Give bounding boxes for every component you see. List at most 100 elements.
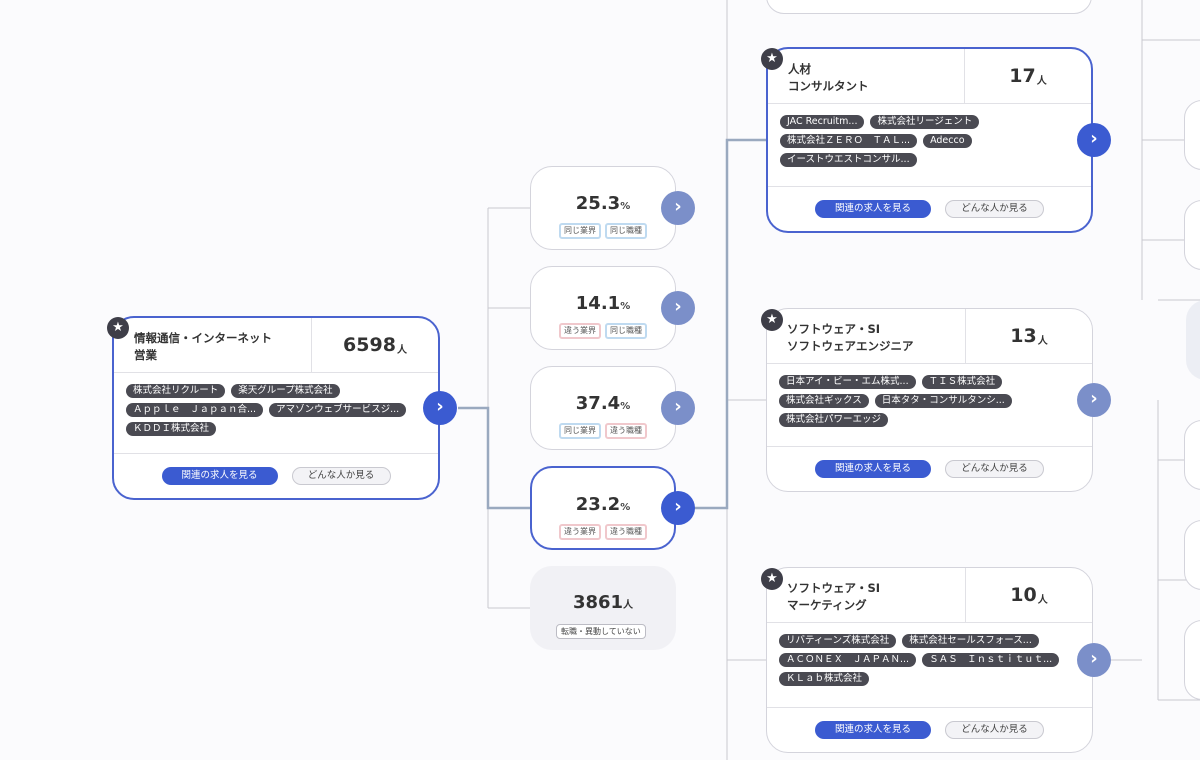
chevron-right-icon[interactable]: › — [661, 191, 695, 225]
role-chip: 違う職種 — [605, 423, 647, 439]
branch-tags: 同じ業界 違う職種 — [531, 423, 675, 439]
star-icon[interactable]: ★ — [761, 568, 783, 590]
count-unit: 人 — [396, 344, 407, 356]
company-tags: 株式会社リクルート 楽天グループ株式会社 Ａｐｐｌｅ Ｊａｐａｎ合... アマゾ… — [126, 384, 426, 436]
count-value: 17 — [1009, 65, 1036, 87]
company-tag: 日本タタ・コンサルタンシ... — [874, 394, 1012, 408]
percent-unit: % — [620, 201, 631, 212]
job-title: 人材 コンサルタント — [788, 62, 869, 93]
chevron-right-icon[interactable]: › — [661, 291, 695, 325]
chevron-right-icon[interactable]: › — [423, 391, 457, 425]
role-chip: 違う職種 — [605, 524, 647, 540]
percent-unit: % — [620, 301, 631, 312]
company-tag: 株式会社リクルート — [126, 384, 226, 398]
company-tag: ＡＣＯＮＥＸ ＪＡＰＡＮ... — [779, 653, 917, 667]
company-tag: 株式会社リージェント — [870, 115, 980, 129]
no-change-label: 転職・異動していない — [556, 624, 646, 639]
chevron-right-icon[interactable]: › — [1077, 643, 1111, 677]
count-unit: 人 — [623, 600, 634, 611]
company-tags: リバティーンズ株式会社 株式会社セールスフォース... ＡＣＯＮＥＸ ＪＡＰＡＮ… — [779, 634, 1080, 686]
source-job-card[interactable]: 情報通信・インターネット 営業 6598 人 株式会社リクルート 楽天グループ株… — [112, 316, 440, 500]
view-people-button[interactable]: どんな人か見る — [945, 721, 1044, 739]
branch-card-same-industry-diff-role[interactable]: 37.4% 同じ業界 違う職種 — [530, 366, 676, 450]
card-header: 情報通信・インターネット 営業 6598 人 — [114, 318, 438, 373]
destination-card-consultant[interactable]: 人材 コンサルタント 17 人 JAC Recruitm... 株式会社リージェ… — [766, 47, 1093, 233]
company-tags: JAC Recruitm... 株式会社リージェント 株式会社ＺＥＲＯ ＴＡＬ.… — [780, 115, 1079, 167]
percent-unit: % — [620, 502, 631, 513]
company-tag: JAC Recruitm... — [780, 115, 865, 129]
branch-card-same-industry-same-role[interactable]: 25.3% 同じ業界 同じ職種 — [530, 166, 676, 250]
job-title: 情報通信・インターネット 営業 — [134, 331, 272, 362]
chevron-right-icon[interactable]: › — [1077, 123, 1111, 157]
industry-chip: 同じ業界 — [559, 423, 601, 439]
partial-card-right — [1184, 100, 1200, 170]
people-count: 6598 人 — [311, 318, 438, 372]
star-icon[interactable]: ★ — [761, 48, 783, 70]
view-people-button[interactable]: どんな人か見る — [291, 467, 391, 485]
view-people-button[interactable]: どんな人か見る — [945, 200, 1044, 218]
no-change-count: 3861 — [572, 592, 624, 613]
company-tag: Ａｐｐｌｅ Ｊａｐａｎ合... — [126, 403, 264, 417]
company-tag: 日本アイ・ビー・エム株式... — [779, 375, 916, 389]
role-chip: 同じ職種 — [605, 223, 647, 239]
no-change-card: 3861人 転職・異動していない — [530, 566, 676, 650]
count-value: 13 — [1010, 325, 1037, 347]
view-jobs-button[interactable]: 関連の求人を見る — [815, 721, 931, 739]
count-unit: 人 — [1037, 594, 1048, 606]
company-tag: リバティーンズ株式会社 — [779, 634, 897, 648]
branch-tags: 違う業界 違う職種 — [532, 524, 674, 540]
view-jobs-button[interactable]: 関連の求人を見る — [161, 467, 278, 485]
industry-chip: 違う業界 — [559, 524, 601, 540]
partial-card-right — [1184, 620, 1200, 700]
chevron-right-icon[interactable]: › — [1077, 383, 1111, 417]
card-footer: 関連の求人を見る どんな人か見る — [114, 453, 438, 498]
count-value: 10 — [1010, 584, 1037, 606]
industry-chip: 同じ業界 — [559, 223, 601, 239]
company-tag: ＳＡＳ Ｉｎｓｔｉｔｕｔ... — [922, 653, 1060, 667]
chevron-right-icon[interactable]: › — [661, 391, 695, 425]
view-jobs-button[interactable]: 関連の求人を見る — [815, 460, 931, 478]
partial-card-top — [766, 0, 1092, 14]
company-tag: 楽天グループ株式会社 — [231, 384, 340, 398]
branch-percent: 14.1 — [575, 293, 621, 314]
company-tag: 株式会社ギックス — [779, 394, 869, 408]
company-tag: ＫＤＤＩ株式会社 — [126, 422, 217, 436]
company-tag: 株式会社セールスフォース... — [902, 634, 1039, 648]
count-unit: 人 — [1037, 335, 1048, 347]
branch-tags: 違う業界 同じ職種 — [531, 323, 675, 339]
job-title: ソフトウェア・SI マーケティング — [787, 581, 881, 612]
company-tag: ＴＩＳ株式会社 — [921, 375, 1003, 389]
company-tag: 株式会社ＺＥＲＯ ＴＡＬ... — [780, 134, 918, 148]
job-title: ソフトウェア・SI ソフトウェアエンジニア — [787, 322, 914, 353]
chevron-right-icon[interactable]: › — [661, 491, 695, 525]
role-chip: 同じ職種 — [605, 323, 647, 339]
partial-card-right — [1184, 420, 1200, 490]
people-count: 17 人 — [964, 49, 1091, 103]
company-tag: アマゾンウェブサービスジ... — [269, 403, 407, 417]
people-count: 10 人 — [965, 568, 1092, 622]
company-tag: イーストウエストコンサル... — [780, 153, 917, 167]
count-value: 6598 — [343, 334, 396, 356]
branch-percent: 23.2 — [575, 494, 621, 515]
percent-unit: % — [620, 401, 631, 412]
company-tags: 日本アイ・ビー・エム株式... ＴＩＳ株式会社 株式会社ギックス 日本タタ・コン… — [779, 375, 1080, 427]
destination-card-software-engineer[interactable]: ソフトウェア・SI ソフトウェアエンジニア 13 人 日本アイ・ビー・エム株式.… — [766, 308, 1093, 492]
branch-card-diff-industry-same-role[interactable]: 14.1% 違う業界 同じ職種 — [530, 266, 676, 350]
branch-percent: 25.3 — [575, 193, 621, 214]
partial-card-right — [1186, 300, 1200, 380]
company-tag: ＫＬａｂ株式会社 — [779, 672, 870, 686]
view-jobs-button[interactable]: 関連の求人を見る — [815, 200, 931, 218]
star-icon[interactable]: ★ — [107, 317, 129, 339]
company-tag: 株式会社パワーエッジ — [779, 413, 889, 427]
industry-chip: 違う業界 — [559, 323, 601, 339]
destination-card-marketing[interactable]: ソフトウェア・SI マーケティング 10 人 リバティーンズ株式会社 株式会社セ… — [766, 567, 1093, 753]
star-icon[interactable]: ★ — [761, 309, 783, 331]
count-unit: 人 — [1036, 75, 1047, 87]
company-tag: Adecco — [923, 134, 972, 148]
people-count: 13 人 — [965, 309, 1092, 363]
partial-card-right — [1184, 200, 1200, 270]
branch-card-diff-industry-diff-role[interactable]: 23.2% 違う業界 違う職種 — [530, 466, 676, 550]
view-people-button[interactable]: どんな人か見る — [945, 460, 1044, 478]
branch-tags: 同じ業界 同じ職種 — [531, 223, 675, 239]
